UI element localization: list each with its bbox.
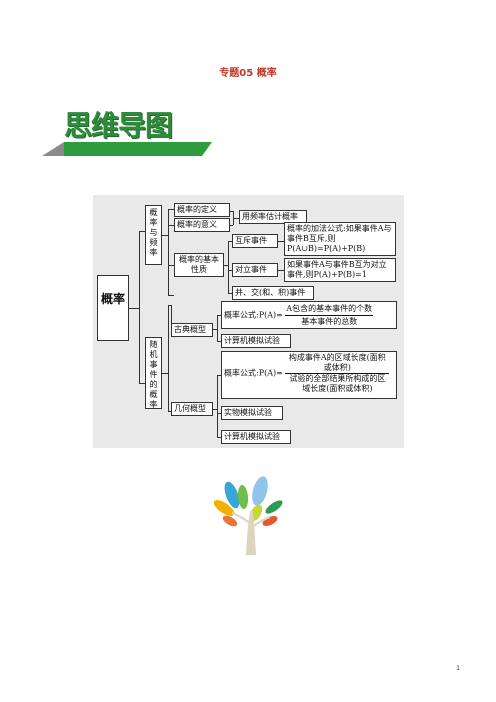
node-mutex-event: 互斥事件 [232, 234, 278, 248]
root-label: 概率 [100, 292, 125, 306]
node-basic-properties: 概率的基本性质 [174, 253, 224, 277]
root-node: 概率 [97, 275, 129, 341]
branch-random-event-probability: 随机事件的概率 [145, 337, 162, 409]
geometric-fraction: 构成事件A的区域长度(面积或体积) 试验的全部结果所构成的区域长度(面积或体积) [285, 353, 390, 394]
node-geometric-formula: 概率公式:P(A)= 构成事件A的区域长度(面积或体积) 试验的全部结果所构成的… [221, 351, 397, 399]
fraction-numerator: A包含的基本事件的个数 [285, 303, 374, 316]
node-geometric-computer-simulation: 计算机模拟试验 [221, 430, 291, 444]
page-title: 专题05 概率 [219, 68, 277, 79]
classic-fraction: A包含的基本事件的个数 基本事件的总数 [285, 303, 374, 328]
node-classic-formula: 概率公式:P(A)= A包含的基本事件的个数 基本事件的总数 [221, 301, 397, 329]
node-opposite-event: 对立事件 [232, 263, 278, 277]
page-number: 1 [456, 665, 460, 672]
branch-probability-frequency: 概率与频率 [145, 205, 162, 265]
fraction-denominator: 试验的全部结果所构成的区域长度(面积或体积) [289, 374, 386, 393]
banner-decoration [202, 142, 212, 156]
node-definition: 概率的定义 [174, 203, 230, 217]
node-meaning: 概率的意义 [174, 218, 230, 232]
node-union-intersection: 并、交(和、积)事件 [232, 286, 314, 300]
fraction-denominator: 基本事件的总数 [301, 317, 358, 326]
node-classic-model: 古典概型 [171, 323, 213, 337]
banner-bar [64, 142, 202, 156]
banner-label: 思维导图 [64, 109, 173, 142]
tree-logo-icon [213, 476, 283, 555]
node-classic-simulation: 计算机模拟试验 [221, 334, 291, 348]
fraction-numerator: 构成事件A的区域长度(面积或体积) [285, 353, 390, 374]
mind-map: 概率 概率与频率 概率的定义 概率的意义 用频率估计概率 概率的基本性质 互斥事… [93, 195, 404, 448]
node-opposite-formula: 如果事件A与事件B互为对立事件,则P(A)+P(B)=1 [284, 258, 396, 282]
node-physical-simulation: 实物模拟试验 [221, 406, 283, 420]
node-geometric-model: 几何概型 [171, 402, 213, 416]
node-estimate: 用频率估计概率 [239, 210, 307, 224]
node-addition-formula: 概率的加法公式:如果事件A与事件B互斥,则P(A∪B)=P(A)+P(B) [284, 222, 396, 256]
banner-decoration [42, 142, 64, 156]
